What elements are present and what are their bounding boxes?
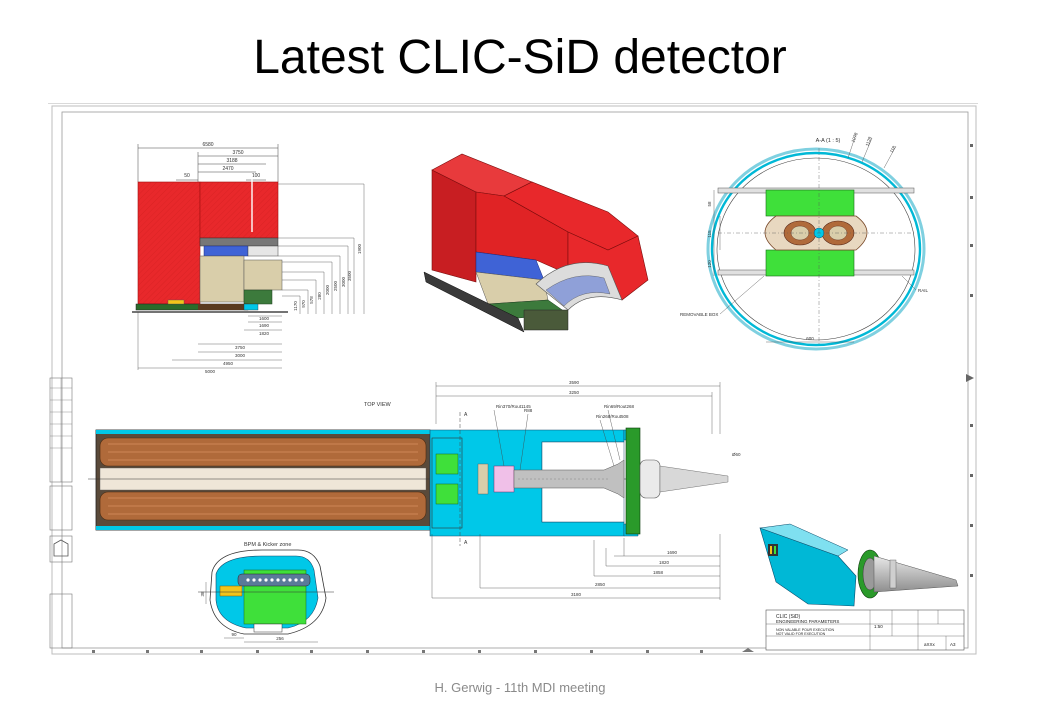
dim-3750: 3750	[232, 150, 243, 156]
section-module-bottom	[765, 249, 855, 277]
dim-120: 120	[707, 260, 712, 268]
top-view-flange	[625, 427, 641, 535]
dim-1128: 1128	[865, 136, 873, 147]
dim-90: 90	[231, 632, 237, 637]
margin-revision-table	[49, 377, 73, 649]
dim-2500: 2500	[333, 280, 338, 291]
dim-3500: 3500	[347, 270, 352, 281]
dim-280: 280	[317, 292, 322, 300]
section-module-top	[765, 189, 855, 217]
section-marker-top: A	[464, 412, 468, 418]
bpm-kicker-zone-view: BPM & Kicker zone 38 90 256	[198, 542, 334, 643]
rail-label: RAIL	[918, 288, 929, 293]
dim-100: 100	[252, 173, 261, 179]
coil	[199, 237, 279, 247]
dim-1858: 1858	[653, 570, 664, 575]
label-r88: R88	[524, 408, 533, 413]
bottom-grid-markers	[92, 648, 754, 653]
dim-3188: 3188	[226, 158, 237, 164]
dim-3000: 3000	[235, 353, 246, 358]
calorimeter-endcap	[199, 255, 245, 303]
dim-3000v: 3000	[341, 276, 346, 287]
title-block-sheet: A3	[950, 642, 956, 647]
isometric-3d-view	[423, 153, 649, 333]
dim-3750b: 3750	[235, 345, 246, 350]
label-rin69: Rin69/Rout268	[604, 404, 635, 409]
dim-256: 256	[276, 636, 284, 641]
dim-50: 50	[184, 173, 190, 179]
dim-600: 600	[806, 336, 814, 341]
dim-3180: 3180	[571, 592, 582, 597]
title-block-subtitle: ENGINEERING PARAMETERS	[776, 619, 839, 624]
slide-title: Latest CLIC-SiD detector	[253, 31, 787, 84]
dim-3250: 3250	[569, 390, 580, 395]
dim-1820: 1820	[259, 331, 270, 336]
dim-1170: 1170	[293, 301, 298, 311]
dim-2000: 2000	[325, 284, 330, 295]
title-block-title: CLIC (SiD)	[776, 614, 801, 620]
dim-1600: 1600	[259, 316, 270, 321]
dim-2470: 2470	[222, 166, 233, 172]
top-view: TOP VIEW 3590 3250	[88, 380, 741, 600]
section-marker-bottom: A	[464, 540, 468, 546]
label-rin268: Rin268/Rout508	[596, 414, 629, 419]
removable-box-label: REMOVABLE BOX	[680, 312, 718, 317]
dim-4950: 4950	[223, 361, 234, 366]
title-block-drawing-no: aXXx	[924, 642, 936, 647]
dim-38: 38	[200, 591, 205, 597]
label-rin370: Rin370/Rout1145	[496, 404, 531, 409]
hcal-section	[203, 245, 249, 257]
dim-3590: 3590	[569, 380, 580, 385]
dim-1078: 1078	[851, 131, 859, 143]
engineering-drawing: 6580 3750 3188 2470 50 100	[49, 105, 977, 655]
dim-6580: 6580	[202, 142, 213, 148]
title-block-note1: NON VALABLE POUR EXECUTION	[776, 628, 834, 632]
dim-2850: 2850	[595, 582, 606, 587]
quarter-section-view: 6580 3750 3188 2470 50 100	[132, 142, 365, 374]
dim-1820b: 1820	[659, 560, 670, 565]
dim-115: 115	[707, 230, 712, 238]
margin-grid-markers	[966, 144, 974, 577]
top-view-label: TOP VIEW	[364, 402, 392, 408]
title-block-scale: 1:50	[874, 624, 883, 629]
dim-58: 58	[707, 201, 712, 207]
title-block: CLIC (SiD) ENGINEERING PARAMETERS NON VA…	[765, 609, 965, 651]
dim-1900: 1900	[357, 243, 362, 254]
dim-1690: 1690	[259, 323, 270, 328]
title-divider	[48, 103, 978, 104]
slide-footer: H. Gerwig - 11th MDI meeting	[434, 680, 606, 695]
section-a-a-label: A-A (1 : 5)	[816, 138, 841, 144]
dim-1690b: 1690	[667, 550, 678, 555]
section-a-a-view: A-A (1 : 5) 1078 1128 118	[680, 131, 929, 351]
dim-5000: 5000	[205, 369, 216, 374]
dim-578: 578	[309, 296, 314, 304]
forward-assembly-3d-view	[759, 523, 959, 607]
title-block-note2: NOT VALID FOR EXECUTION	[776, 632, 826, 636]
dim-970: 970	[301, 300, 306, 308]
label-d60: Ø60	[732, 452, 741, 457]
dim-118: 118	[889, 144, 897, 153]
zone-label: BPM & Kicker zone	[244, 542, 291, 548]
